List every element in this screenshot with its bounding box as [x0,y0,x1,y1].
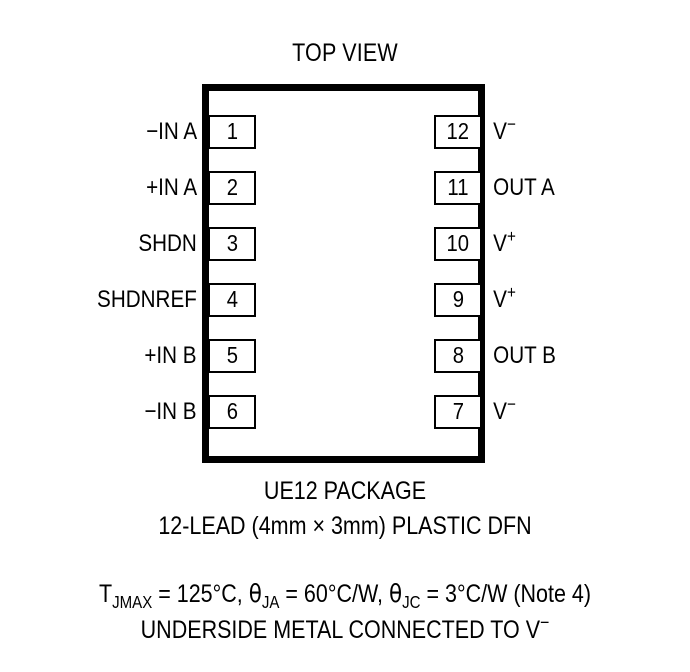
pin-box-3: 3 [208,227,256,261]
pin-label-9-sign: + [506,282,516,302]
pin-label-11-text: OUT A [493,174,555,201]
underside-metal-text: UNDERSIDE METAL CONNECTED TO V [140,616,541,644]
pin-row-2: +IN A 2 [0,171,256,205]
theta-jc-value: = 3°C/W (Note 4) [420,580,592,608]
page-title: TOP VIEW [292,39,398,67]
pin-box-5: 5 [208,339,256,373]
pin-label-6: −IN B [144,398,197,425]
pin-label-5: +IN B [144,342,197,369]
pin-number-8: 8 [452,341,464,368]
pin-number-1: 1 [226,117,238,144]
pin-number-9: 9 [452,285,464,312]
pin-box-6: 6 [208,395,256,429]
pin-row-12: 12 V− [434,115,690,149]
pin-box-10: 10 [434,227,482,261]
pin-box-9: 9 [434,283,482,317]
tjmax-symbol: T [98,580,113,608]
pin-number-11: 11 [447,173,469,200]
lead-description-caption: 12-LEAD (4mm × 3mm) PLASTIC DFN [158,512,532,540]
pin-label-7: V− [482,395,516,425]
pin-label-2: +IN A [145,174,197,201]
theta-jc-subscript: JC [402,592,421,612]
pin-label-8: OUT B [482,344,556,368]
pin-row-4: SHDNREF 4 [0,283,256,317]
theta-ja-symbol: θ [248,579,262,608]
pin-label-12-text: V [493,118,507,145]
pin-number-6: 6 [226,397,238,424]
tjmax-subscript: JMAX [112,592,153,612]
pin-number-7: 7 [452,397,464,424]
pin-number-3: 3 [226,229,238,256]
pin-label-11: OUT A [482,176,555,200]
pin-number-5: 5 [226,341,238,368]
pin-row-5: +IN B 5 [0,339,256,373]
pin-number-12: 12 [446,117,470,144]
pin-label-12-sign: − [506,114,516,134]
tjmax-value: = 125°C, [152,580,249,608]
pin-label-8-text: OUT B [493,342,556,369]
underside-metal-sign: − [540,611,550,633]
pin-box-4: 4 [208,283,256,317]
pin-label-3: SHDN [138,230,197,257]
pin-number-4: 4 [226,285,238,312]
pin-box-1: 1 [208,115,256,149]
underside-metal-caption: UNDERSIDE METAL CONNECTED TO V− [48,613,641,645]
theta-ja-value: = 60°C/W, [279,580,389,608]
pin-label-9-text: V [493,286,507,313]
package-name-caption: UE12 PACKAGE [263,477,427,505]
pin-box-8: 8 [434,339,482,373]
pin-label-10: V+ [482,227,516,257]
pin-label-12: V− [482,115,516,145]
pin-row-7: 7 V− [434,395,690,429]
pin-box-12: 12 [434,115,482,149]
pin-row-1: −IN A 1 [0,115,256,149]
pin-label-7-text: V [493,398,507,425]
thermal-spec-caption: TJMAX = 125°C, θJA = 60°C/W, θJC = 3°C/W… [48,579,641,612]
pin-row-9: 9 V+ [434,283,690,317]
pin-box-7: 7 [434,395,482,429]
pin-label-7-sign: − [506,394,516,414]
pin-number-2: 2 [226,173,238,200]
pin-label-10-text: V [493,230,507,257]
theta-jc-symbol: θ [388,579,403,608]
pin-box-11: 11 [434,171,482,205]
pin-row-10: 10 V+ [434,227,690,261]
pin-label-10-sign: + [506,226,516,246]
theta-ja-subscript: JA [261,592,280,612]
pin-row-3: SHDN 3 [0,227,256,261]
pin-row-6: −IN B 6 [0,395,256,429]
pin-row-11: 11 OUT A [434,171,690,205]
pin-number-10: 10 [446,229,470,256]
pin-label-9: V+ [482,283,516,313]
pin-row-8: 8 OUT B [434,339,690,373]
pin-label-1: −IN A [145,118,197,145]
pin-box-2: 2 [208,171,256,205]
pin-label-4: SHDNREF [97,286,197,313]
